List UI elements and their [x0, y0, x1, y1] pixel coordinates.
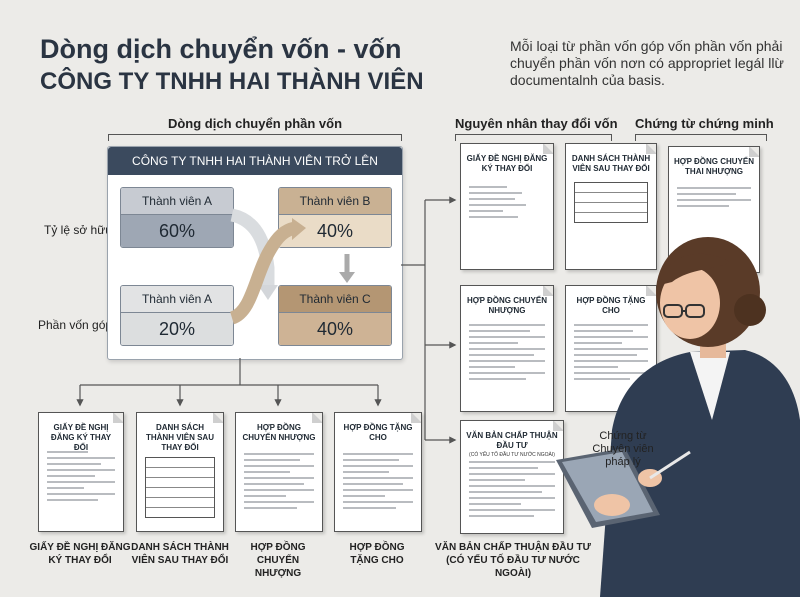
member-percent: 40% — [279, 313, 391, 345]
member-name: Thành viên A — [121, 286, 233, 313]
doc-right-registration-request: GIẤY ĐỀ NGHỊ ĐĂNG KÝ THAY ĐỔI — [460, 143, 554, 270]
expert-label: Chứng từ Chuyên viên pháp lý — [592, 430, 654, 468]
member-a-bottom: Thành viên A 20% — [120, 285, 234, 346]
member-a-top: Thành viên A 60% — [120, 187, 234, 248]
bracket-evidence — [635, 134, 767, 141]
panel-header: CÔNG TY TNHH HAI THÀNH VIÊN TRỞ LÊN — [108, 147, 402, 175]
member-percent: 60% — [121, 215, 233, 247]
caption-registration-request: GIẤY ĐỀ NGHỊ ĐĂNG KÝ THAY ĐỔI — [29, 542, 131, 566]
caption-transfer-contract: HỢP ĐỒNG CHUYỂN NHƯỢNG — [250, 542, 306, 579]
doc-transfer-contract: HỢP ĐỒNG CHUYỂN NHƯỢNG — [235, 412, 323, 532]
member-name: Thành viên A — [121, 188, 233, 215]
ownership-label: Tỷ lệ sở hữu — [44, 223, 112, 237]
doc-registration-request: GIẤY ĐỀ NGHỊ ĐĂNG KÝ THAY ĐỔI — [38, 412, 124, 532]
page-title: Dòng dịch chuyển vốn - vốn — [40, 34, 402, 64]
doc-gift-contract: HỢP ĐỒNG TẶNG CHO — [334, 412, 422, 532]
doc-right-member-list: DANH SÁCH THÀNH VIÊN SAU THAY ĐỔI — [565, 143, 657, 270]
doc-right-investment-approval: VĂN BẢN CHẤP THUẬN ĐẦU TƯ (CÓ YẾU TỐ ĐẦU… — [460, 420, 564, 534]
member-name: Thành viên B — [279, 188, 391, 215]
caption-gift-contract: HỢP ĐỒNG TẶNG CHO — [349, 542, 405, 566]
bracket-reasons — [455, 134, 612, 141]
member-percent: 20% — [121, 313, 233, 345]
member-name: Thành viên C — [279, 286, 391, 313]
caption-member-list: DANH SÁCH THÀNH VIÊN SAU THAY ĐỔI — [131, 542, 229, 566]
member-c: Thành viên C 40% — [278, 285, 392, 346]
bracket-flow — [108, 134, 402, 141]
section-label-flow: Dòng dịch chuyển phần vốn — [167, 116, 343, 131]
section-label-evidence: Chứng từ chứng minh — [635, 116, 774, 131]
doc-member-list: DANH SÁCH THÀNH VIÊN SAU THAY ĐỔI — [136, 412, 224, 532]
caption-investment-approval: VĂN BẢN CHẤP THUẬN ĐẦU TƯ (CÓ YẾU TỐ ĐẦU… — [435, 542, 591, 579]
page-subtitle: CÔNG TY TNHH HAI THÀNH VIÊN — [40, 68, 424, 95]
flow-arrow-up — [229, 221, 297, 325]
section-label-reasons: Nguyên nhân thay đổi vốn — [455, 116, 618, 131]
capital-label: Phần vốn góp — [38, 318, 113, 332]
doc-right-transfer-contract-2: HỢP ĐỒNG CHUYỂN NHƯỢNG — [460, 285, 554, 412]
intro-note: Mỗi loại từ phần vốn góp vốn phần vốn ph… — [510, 38, 784, 88]
